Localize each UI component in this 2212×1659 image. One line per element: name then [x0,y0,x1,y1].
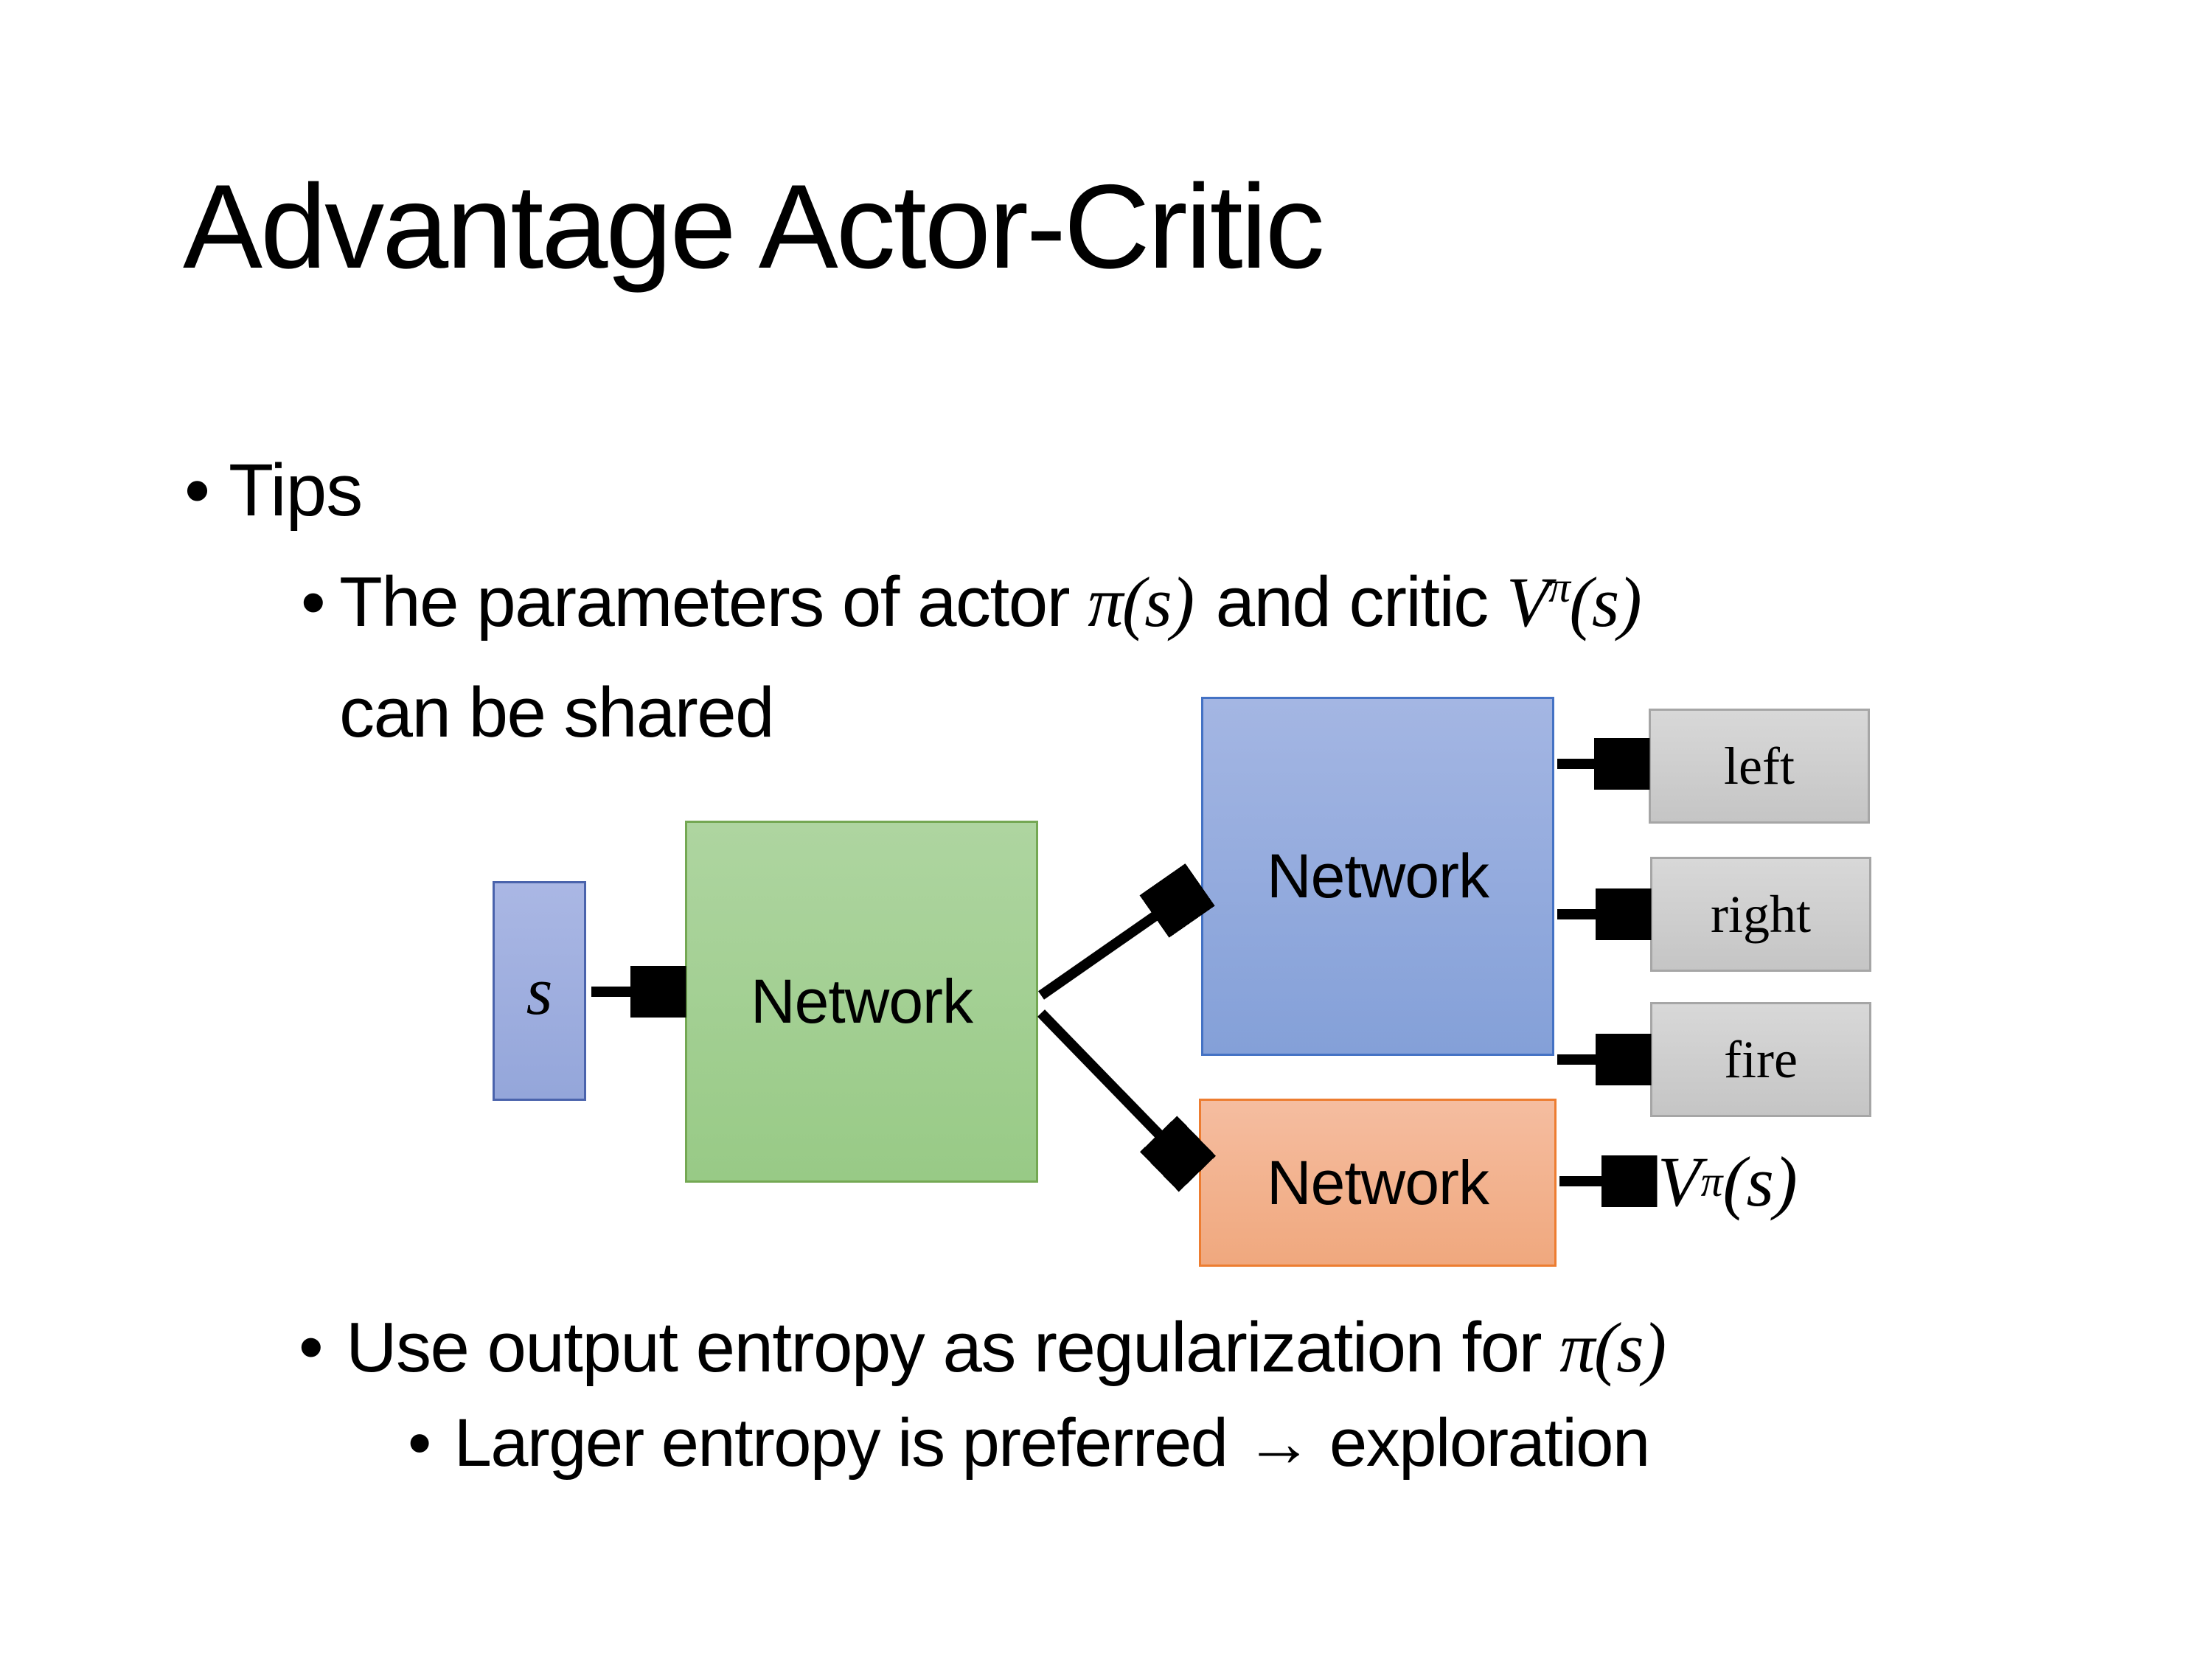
shared-line2-text: can be shared [339,673,774,752]
action-left-label: left [1724,736,1795,796]
critic-V: V [1506,563,1550,641]
shared-pre-text: The parameters of actor [339,563,1088,641]
shared-mid-text: and critic [1215,563,1506,641]
slide-title: Advantage Actor-Critic [183,160,1325,293]
arrow-shared-to-actor-network [1037,887,1197,1000]
exploration-text: Larger entropy is preferred → exploratio… [453,1405,1650,1481]
shared-network-label: Network [750,967,973,1036]
entropy-pi-math: π(s) [1559,1308,1666,1387]
bullet-entropy: • Use output entropy as regularization f… [299,1307,1666,1388]
state-box: s [493,881,586,1101]
action-right-label: right [1711,884,1811,944]
shared-parameters-text: The parameters of actor π(s) and critic V… [339,547,1642,768]
entropy-pre-text: Use output entropy as regularization for [346,1308,1560,1387]
actor-network-label: Network [1266,841,1489,911]
entropy-text: Use output entropy as regularization for… [346,1307,1666,1388]
arrow-shared-to-critic-network [1037,1009,1194,1171]
action-box-right: right [1650,857,1871,972]
bullet-dot: • [184,449,210,532]
value-V: V [1658,1141,1701,1221]
bullet-dot: • [301,563,326,641]
critic-args: (s) [1569,563,1641,641]
bullet-dot: • [408,1405,431,1481]
value-args: (s) [1722,1141,1798,1221]
action-box-left: left [1649,709,1870,824]
tips-label: Tips [229,449,363,532]
critic-network-label: Network [1266,1147,1489,1217]
bullet-exploration: • Larger entropy is preferred → explorat… [408,1405,1650,1482]
action-box-fire: fire [1650,1002,1871,1117]
bullet-tips: • Tips [184,448,363,533]
shared-network-box: Network [685,821,1038,1183]
critic-sup-pi: π [1548,563,1571,611]
actor-pi-math: π(s) [1088,563,1194,641]
critic-network-box: Network [1199,1099,1557,1267]
critic-value-math: Vπ(s) [1506,563,1642,641]
bullet-shared-parameters: • The parameters of actor π(s) and critic… [301,547,1642,768]
action-fire-label: fire [1724,1029,1798,1089]
actor-network-box: Network [1201,697,1554,1056]
state-label: s [526,953,553,1029]
bullet-dot: • [299,1307,324,1386]
